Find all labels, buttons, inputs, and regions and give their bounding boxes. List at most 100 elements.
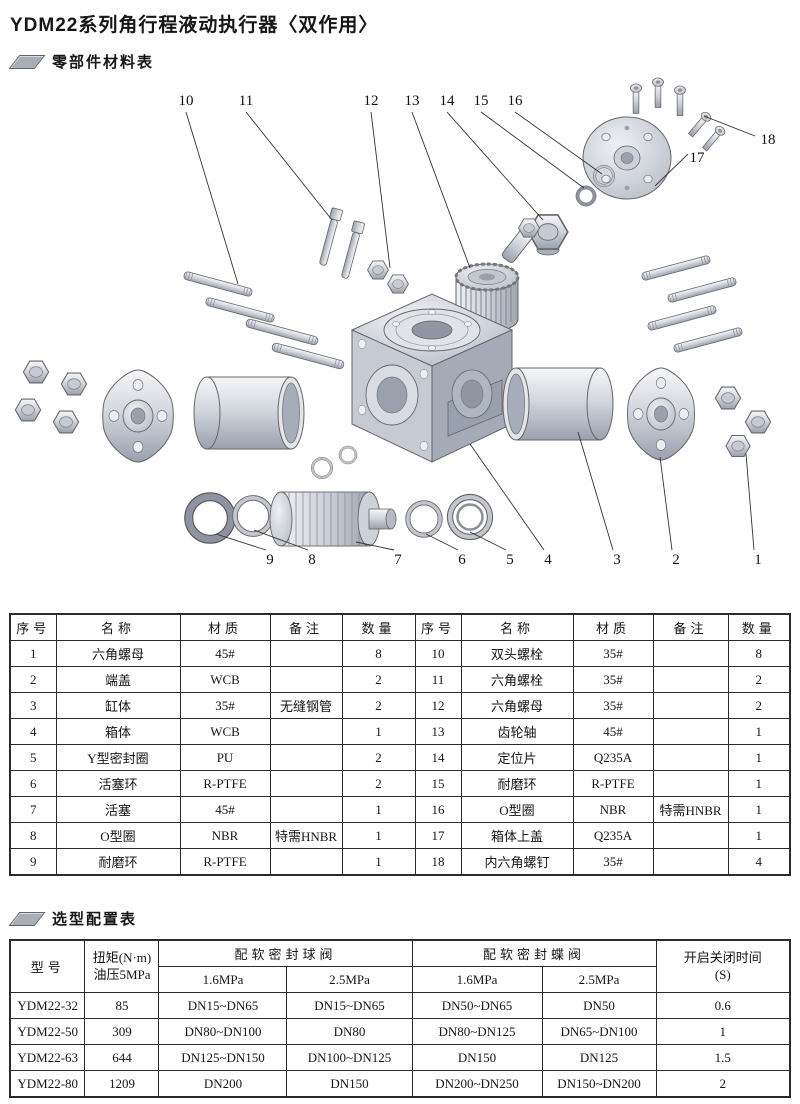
- leader-lines: [185, 111, 756, 551]
- selection-row: YDM22-32 85 DN15~DN65 DN15~DN65 DN50~DN6…: [9, 992, 791, 1019]
- part-note: [269, 848, 343, 876]
- part-name: 内六角螺钉: [460, 848, 574, 876]
- callout-label: 6: [458, 552, 466, 568]
- part-material: 35#: [572, 640, 654, 667]
- part-no: 3: [9, 692, 57, 719]
- callout-label: 4: [544, 552, 552, 568]
- part-note: [269, 796, 343, 823]
- selection-table: 型号 扭矩(N·m) 油压5MPa 配软密封球阀 配软密封蝶阀 开启关闭时间 (…: [8, 939, 792, 1098]
- time-header-line1: 开启关闭时间: [683, 949, 762, 965]
- part-material: 35#: [179, 692, 271, 719]
- part-qty: 2: [341, 744, 416, 771]
- double-head-studs-10: [182, 270, 346, 370]
- selection-header-row-1: 型号 扭矩(N·m) 油压5MPa 配软密封球阀 配软密封蝶阀 开启关闭时间 (…: [9, 939, 791, 993]
- part-no: 8: [9, 822, 57, 849]
- part-qty: 8: [341, 640, 416, 667]
- part-name: 双头螺栓: [460, 640, 574, 667]
- callout-labels: 10 11 12 13 14 15 16 17 18 9 8 7 6 5 4 3…: [179, 93, 776, 568]
- part-no: 14: [414, 744, 462, 771]
- time-cell: 1.5: [655, 1044, 791, 1071]
- callout-label: 10: [179, 93, 194, 109]
- hex-nuts-12: [367, 260, 409, 294]
- section-marker-icon: [8, 54, 46, 69]
- model-cell: YDM22-63: [9, 1044, 86, 1071]
- parts-section-title: 零部件材料表: [52, 54, 155, 71]
- end-cap-2-left: [102, 369, 174, 463]
- selection-row: YDM22-80 1209 DN200 DN150 DN200~DN250 DN…: [9, 1070, 791, 1098]
- part-qty: 2: [727, 666, 791, 693]
- ball-25-cell: DN80: [286, 1018, 413, 1045]
- part-qty: 1: [727, 744, 791, 771]
- part-material: WCB: [179, 718, 271, 745]
- bf-16-cell: DN50~DN65: [411, 992, 543, 1019]
- part-material: NBR: [572, 796, 654, 823]
- ball-16-cell: DN125~DN150: [158, 1044, 288, 1071]
- part-qty: 2: [341, 692, 416, 719]
- part-qty: 2: [727, 692, 791, 719]
- bf-16-cell: DN200~DN250: [411, 1070, 543, 1098]
- callout-label: 2: [672, 552, 680, 568]
- part-note: [652, 640, 729, 667]
- part-material: R-PTFE: [179, 848, 271, 876]
- part-name: 端盖: [55, 666, 181, 693]
- part-material: R-PTFE: [572, 770, 654, 797]
- part-note: [269, 718, 343, 745]
- part-name: 箱体: [55, 718, 181, 745]
- col-note: 备注: [652, 613, 729, 641]
- part-note: [269, 666, 343, 693]
- part-no: 18: [414, 848, 462, 876]
- torque-cell: 1209: [84, 1070, 160, 1098]
- part-no: 4: [9, 718, 57, 745]
- ball-16-cell: DN200: [158, 1070, 288, 1098]
- ball-25-cell: DN150: [286, 1070, 413, 1098]
- part-note: [269, 640, 343, 667]
- part-qty: 4: [727, 848, 791, 876]
- part-note: [652, 822, 729, 849]
- o-ring-small: [310, 456, 334, 480]
- wear-ring-small: [337, 444, 359, 466]
- torque-header-line1: 扭矩(N·m): [92, 949, 152, 965]
- part-note: [269, 744, 343, 771]
- parts-row: 8 O型圈 NBR 特需HNBR 1 17 箱体上盖 Q235A 1: [9, 822, 791, 849]
- part-name: 耐磨环: [460, 770, 574, 797]
- time-header-line2: (S): [714, 966, 731, 982]
- bf-16-cell: DN150: [411, 1044, 543, 1071]
- parts-section-header: 零部件材料表: [8, 51, 800, 72]
- part-no: 2: [9, 666, 57, 693]
- part-name: 活塞: [55, 796, 181, 823]
- part-note: [652, 692, 729, 719]
- selection-row: YDM22-63 644 DN125~DN150 DN100~DN125 DN1…: [9, 1044, 791, 1071]
- parts-header-row: 序号 名称 材质 备注 数量 序号 名称 材质 备注 数量: [9, 613, 791, 641]
- part-no: 13: [414, 718, 462, 745]
- torque-header-line2: 油压5MPa: [93, 966, 151, 982]
- part-material: Q235A: [572, 822, 654, 849]
- selection-header-row-2: 1.6MPa 2.5MPa 1.6MPa 2.5MPa: [10, 966, 790, 993]
- callout-label: 13: [405, 93, 420, 109]
- bf-16-cell: DN80~DN125: [411, 1018, 543, 1045]
- hex-bolts-11: [316, 207, 366, 280]
- positioning-piece-14: [527, 214, 569, 256]
- ball-16-cell: DN15~DN65: [158, 992, 288, 1019]
- ball-25-cell: DN100~DN125: [286, 1044, 413, 1071]
- ball-16-cell: DN80~DN100: [158, 1018, 288, 1045]
- callout-label: 16: [508, 93, 524, 109]
- part-name: O型圈: [55, 822, 181, 849]
- selection-section-title: 选型配置表: [52, 911, 138, 928]
- part-note: 特需HNBR: [652, 796, 729, 823]
- col-material: 材质: [572, 613, 654, 641]
- o-ring-8: [233, 496, 274, 537]
- parts-row: 4 箱体 WCB 1 13 齿轮轴 45# 1: [9, 718, 791, 745]
- col-note: 备注: [269, 613, 343, 641]
- callout-label: 11: [239, 93, 253, 109]
- callout-label: 7: [394, 552, 402, 568]
- ball-25-cell: DN15~DN65: [286, 992, 413, 1019]
- torque-cell: 644: [84, 1044, 160, 1071]
- parts-row: 9 耐磨环 R-PTFE 1 18 内六角螺钉 35# 4: [9, 848, 791, 876]
- selection-row: YDM22-50 309 DN80~DN100 DN80 DN80~DN125 …: [9, 1018, 791, 1045]
- part-material: 45#: [179, 640, 271, 667]
- part-qty: 8: [727, 640, 791, 667]
- part-qty: 1: [341, 848, 416, 876]
- part-note: 无缝钢管: [269, 692, 343, 719]
- ball-16-header: 1.6MPa: [158, 966, 288, 993]
- part-no: 1: [9, 640, 57, 667]
